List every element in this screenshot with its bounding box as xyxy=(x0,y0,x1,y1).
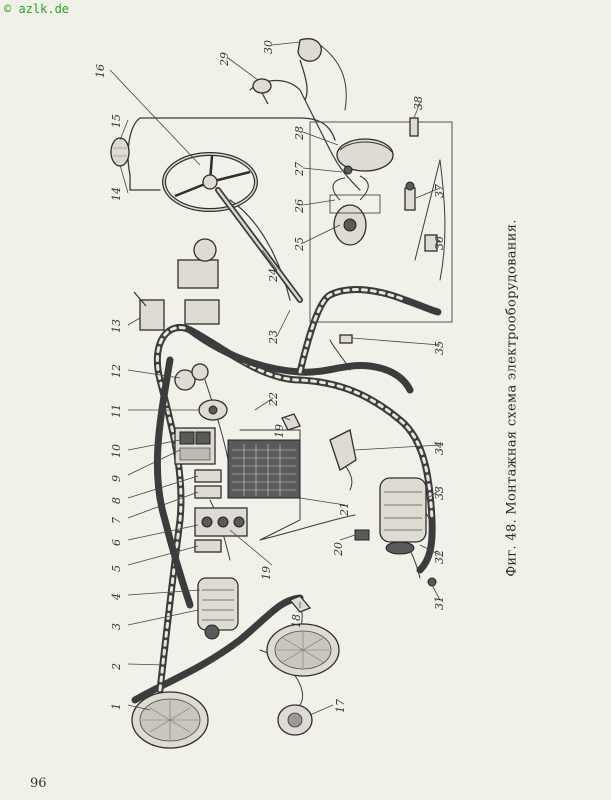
callout-17: 17 xyxy=(334,699,347,713)
callout-23: 23 xyxy=(267,330,280,345)
headlight-right xyxy=(266,623,340,677)
callout-14: 14 xyxy=(110,187,123,201)
callouts: 1 2 3 4 5 6 7 8 9 10 11 12 13 14 15 16 1… xyxy=(94,40,446,716)
clamp-upper xyxy=(281,413,301,431)
callout-31: 31 xyxy=(433,596,446,610)
callout-3: 3 xyxy=(110,623,123,630)
callout-24: 24 xyxy=(267,268,280,283)
callout-19-upper: 19 xyxy=(273,424,286,438)
callout-10: 10 xyxy=(110,444,123,458)
relay-regulator xyxy=(194,507,248,537)
callout-11: 11 xyxy=(110,404,123,418)
terminal-block xyxy=(194,469,222,553)
callout-9: 9 xyxy=(110,475,123,482)
engine-compartment-frame xyxy=(309,121,453,323)
oil-pressure-sensor xyxy=(409,117,419,137)
dome-lamp xyxy=(110,137,130,167)
callout-32: 32 xyxy=(433,550,446,564)
callout-37: 37 xyxy=(433,184,446,198)
engine-harness xyxy=(296,286,442,376)
ground-lead-end xyxy=(427,577,437,587)
light-switch xyxy=(133,291,165,331)
callout-4: 4 xyxy=(110,593,123,601)
callout-19-lower: 19 xyxy=(260,566,273,580)
starter-relay xyxy=(329,429,357,471)
ignition-coil xyxy=(333,204,367,246)
callout-6: 6 xyxy=(110,539,123,546)
battery xyxy=(227,439,301,499)
steering-wheel xyxy=(162,152,258,212)
generator xyxy=(197,577,239,640)
callout-29: 29 xyxy=(218,52,231,67)
stop-light-switch xyxy=(339,334,353,344)
callout-33: 33 xyxy=(433,486,446,500)
callout-5: 5 xyxy=(110,565,123,572)
page-number: 96 xyxy=(30,776,47,791)
callout-1: 1 xyxy=(110,703,123,710)
callout-18: 18 xyxy=(290,614,303,628)
callout-38: 38 xyxy=(412,96,425,110)
dash-harness xyxy=(186,326,414,394)
instrument-cluster xyxy=(174,427,216,465)
wiper-motor xyxy=(297,38,322,101)
callout-35: 35 xyxy=(433,341,446,355)
callout-36: 36 xyxy=(433,236,446,250)
callout-13: 13 xyxy=(110,319,123,333)
callout-7: 7 xyxy=(110,517,123,524)
temperature-sensor xyxy=(404,181,416,211)
callout-16: 16 xyxy=(94,64,107,78)
callout-34: 34 xyxy=(433,441,446,455)
front-harness xyxy=(153,356,194,609)
dash-switches xyxy=(174,238,220,391)
watermark-text: © azlk.de xyxy=(4,2,70,16)
callout-28: 28 xyxy=(293,126,306,141)
callout-8: 8 xyxy=(110,497,123,504)
wiper-switch xyxy=(252,78,272,105)
callout-30: 30 xyxy=(262,40,275,54)
callout-21: 21 xyxy=(338,502,351,517)
callout-12: 12 xyxy=(110,364,123,378)
callout-20: 20 xyxy=(332,542,345,557)
callout-26: 26 xyxy=(293,199,306,214)
spark-plug-leads xyxy=(329,175,381,214)
callout-15: 15 xyxy=(110,114,123,128)
callout-25: 25 xyxy=(293,237,306,252)
headlight-left xyxy=(131,691,209,749)
fuse-holder xyxy=(354,529,370,541)
callout-2: 2 xyxy=(110,663,123,671)
starter-motor xyxy=(379,477,427,555)
distributor xyxy=(336,138,394,175)
ignition-switch xyxy=(198,399,228,421)
callout-27: 27 xyxy=(293,162,306,177)
callout-22: 22 xyxy=(267,392,280,407)
horn xyxy=(277,704,313,736)
